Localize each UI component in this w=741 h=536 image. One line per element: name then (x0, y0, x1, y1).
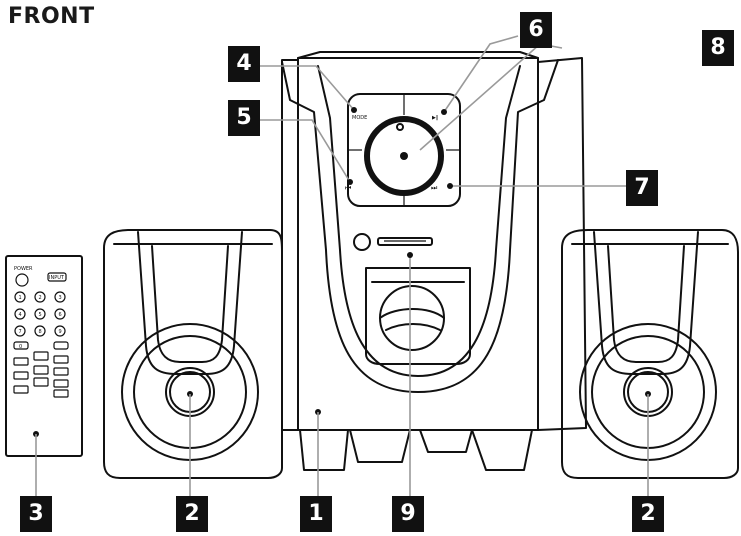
remote-key-3: 3 (59, 295, 62, 301)
remote-power-label: POWER (14, 266, 33, 272)
callout-4-mode-button: 4 (228, 46, 260, 82)
callout-1-subwoofer: 1 (300, 496, 332, 532)
left-satellite-speaker (103, 229, 283, 479)
subwoofer: MODE ⏮ ⏭ ▶‖ (281, 51, 587, 471)
prev-track-icon: ⏮ (345, 184, 351, 192)
right-satellite-speaker (561, 229, 739, 479)
next-track-icon: ⏭ (431, 184, 438, 192)
remote-key-4: 4 (19, 312, 22, 318)
callout-2-left-speaker: 2 (176, 496, 208, 532)
remote-key-2: 2 (39, 295, 42, 301)
remote-key-9: 9 (59, 329, 62, 335)
remote-key-6: 6 (59, 312, 62, 318)
page-title: FRONT (8, 4, 95, 29)
callout-2-right-speaker: 2 (632, 496, 664, 532)
remote-input-label: INPUT (49, 275, 65, 281)
callout-6-play-pause-button: 6 (520, 12, 552, 48)
remote-key-0: 0 (19, 344, 22, 350)
play-pause-icon: ▶‖ (432, 115, 438, 121)
remote-key-1: 1 (19, 295, 22, 301)
remote-key-5: 5 (39, 312, 42, 318)
callout-8-volume-knob: 8 (702, 30, 734, 66)
remote-function-keys (13, 351, 69, 398)
mode-label: MODE (352, 115, 367, 121)
callout-7-next-button: 7 (626, 170, 658, 206)
remote-key-8: 8 (39, 329, 42, 335)
callout-5-previous-button: 5 (228, 100, 260, 136)
remote-control: POWER INPUT 1 2 3 4 5 6 7 8 9 0 (5, 255, 83, 457)
callout-3-remote-control: 3 (20, 496, 52, 532)
remote-number-pad: 1 2 3 4 5 6 7 8 9 0 (13, 291, 69, 350)
remote-key-7: 7 (19, 329, 22, 335)
callout-9-display: 9 (392, 496, 424, 532)
